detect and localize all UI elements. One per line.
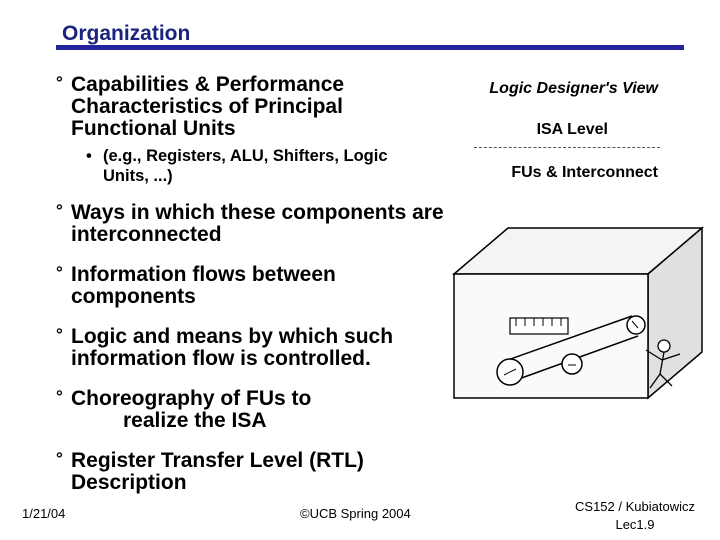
title-underline (56, 45, 684, 50)
bullet-text: Ways in which these components are inter… (71, 201, 444, 246)
logic-designers-view-label: Logic Designer's View (489, 80, 658, 97)
footer-date: 1/21/04 (22, 506, 66, 521)
bullet-mark: ° (56, 449, 63, 468)
sub-bullet-text: (e.g., Registers, ALU, Shifters, Logic U… (103, 147, 388, 185)
bullet-mark: ° (56, 387, 63, 406)
footer-course-info: CS152 / Kubiatowicz Lec1.9 (560, 498, 710, 534)
bullet-text: Choreography of FUs to realize the ISA (56, 388, 356, 432)
isa-separator (474, 147, 660, 148)
bullet-mark: ° (56, 263, 63, 282)
bullet-logic-means: ° Logic and means by which such informat… (56, 325, 446, 370)
bullet-text: Register Transfer Level (RTL) Descriptio… (71, 449, 364, 494)
bullet-mark: ° (56, 201, 63, 220)
bullet-capabilities: ° Capabilities & Performance Characteris… (56, 73, 416, 140)
footer-copyright: ©UCB Spring 2004 (300, 506, 411, 521)
bullet-text-line: Choreography of FUs to (71, 387, 312, 410)
bullet-choreography: ° Choreography of FUs to realize the ISA (56, 387, 356, 432)
bullet-text: Logic and means by which such informatio… (71, 325, 394, 370)
bullet-text-line: realize the ISA (123, 409, 267, 432)
sub-bullet-examples: • (e.g., Registers, ALU, Shifters, Logic… (86, 146, 426, 186)
fus-interconnect-label: FUs & Interconnect (511, 164, 658, 181)
bullet-interconnected: ° Ways in which these components are int… (56, 201, 456, 246)
bullet-information-flows: ° Information flows between components (56, 263, 396, 308)
bullet-text: Capabilities & Performance Characteristi… (71, 73, 345, 140)
isa-level-label: ISA Level (536, 121, 608, 138)
bullet-mark: ° (56, 73, 63, 92)
bullet-rtl: ° Register Transfer Level (RTL) Descript… (56, 449, 436, 494)
bullet-mark: ° (56, 325, 63, 344)
slide-title: Organization (62, 22, 191, 45)
bullet-text: Information flows between components (71, 263, 336, 308)
footer-lecture: Lec1.9 (615, 517, 655, 532)
sub-bullet-mark: • (86, 147, 92, 165)
footer-course: CS152 / Kubiatowicz (575, 499, 695, 514)
machine-box-illustration (451, 226, 705, 400)
